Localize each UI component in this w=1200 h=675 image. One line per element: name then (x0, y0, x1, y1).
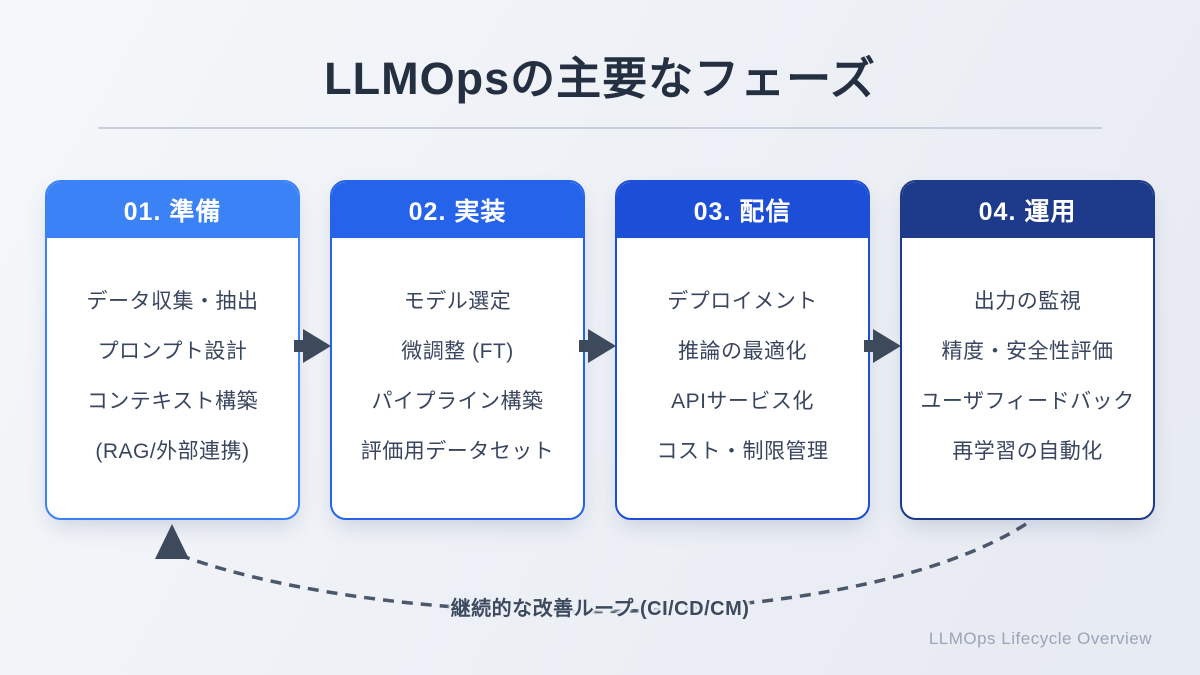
phase-4-header: 04. 運用 (902, 182, 1153, 238)
phase-card-3-delivery: 03. 配信 デプロイメント 推論の最適化 APIサービス化 コスト・制限管理 (615, 180, 870, 520)
phase-item: 再学習の自動化 (952, 440, 1103, 463)
page-title: LLMOpsの主要なフェーズ (324, 53, 876, 104)
phase-item: プロンプト設計 (97, 340, 248, 363)
phase-item: コスト・制限管理 (656, 440, 829, 463)
phase-2-body: モデル選定 微調整 (FT) パイプライン構築 評価用データセット (332, 238, 583, 518)
phase-item: データ収集・抽出 (86, 290, 259, 313)
phase-1-body: データ収集・抽出 プロンプト設計 コンテキスト構築 (RAG/外部連携) (47, 238, 298, 518)
phase-item: 微調整 (FT) (401, 340, 514, 363)
title-divider (98, 127, 1102, 129)
phase-2-header: 02. 実装 (332, 182, 583, 238)
phase-4-body: 出力の監視 精度・安全性評価 ユーザフィードバック 再学習の自動化 (902, 238, 1153, 518)
phase-item: 出力の監視 (973, 290, 1082, 313)
phase-cards-row: 01. 準備 データ収集・抽出 プロンプト設計 コンテキスト構築 (RAG/外部… (45, 180, 1155, 520)
phase-item: 推論の最適化 (678, 340, 807, 363)
phase-item: 評価用データセット (360, 440, 555, 463)
phase-item: (RAG/外部連携) (95, 440, 250, 463)
phase-item: コンテキスト構築 (86, 390, 259, 413)
phase-3-header: 03. 配信 (617, 182, 868, 238)
phase-item: モデル選定 (403, 290, 512, 313)
loop-label: 継続的な改善ループ (CI/CD/CM) (450, 598, 750, 620)
phase-item: デプロイメント (667, 290, 818, 313)
phase-3-body: デプロイメント 推論の最適化 APIサービス化 コスト・制限管理 (617, 238, 868, 518)
phase-item: APIサービス化 (671, 390, 814, 413)
phase-item: ユーザフィードバック (920, 390, 1135, 413)
phase-card-4-operation: 04. 運用 出力の監視 精度・安全性評価 ユーザフィードバック 再学習の自動化 (900, 180, 1155, 520)
footer-note: LLMOps Lifecycle Overview (928, 629, 1152, 648)
loop-arrowhead-icon (155, 524, 189, 559)
phase-card-2-implementation: 02. 実装 モデル選定 微調整 (FT) パイプライン構築 評価用データセット (330, 180, 585, 520)
phase-item: 精度・安全性評価 (941, 340, 1114, 363)
phase-1-header: 01. 準備 (47, 182, 298, 238)
phase-item: パイプライン構築 (371, 390, 544, 413)
phase-card-1-preparation: 01. 準備 データ収集・抽出 プロンプト設計 コンテキスト構築 (RAG/外部… (45, 180, 300, 520)
